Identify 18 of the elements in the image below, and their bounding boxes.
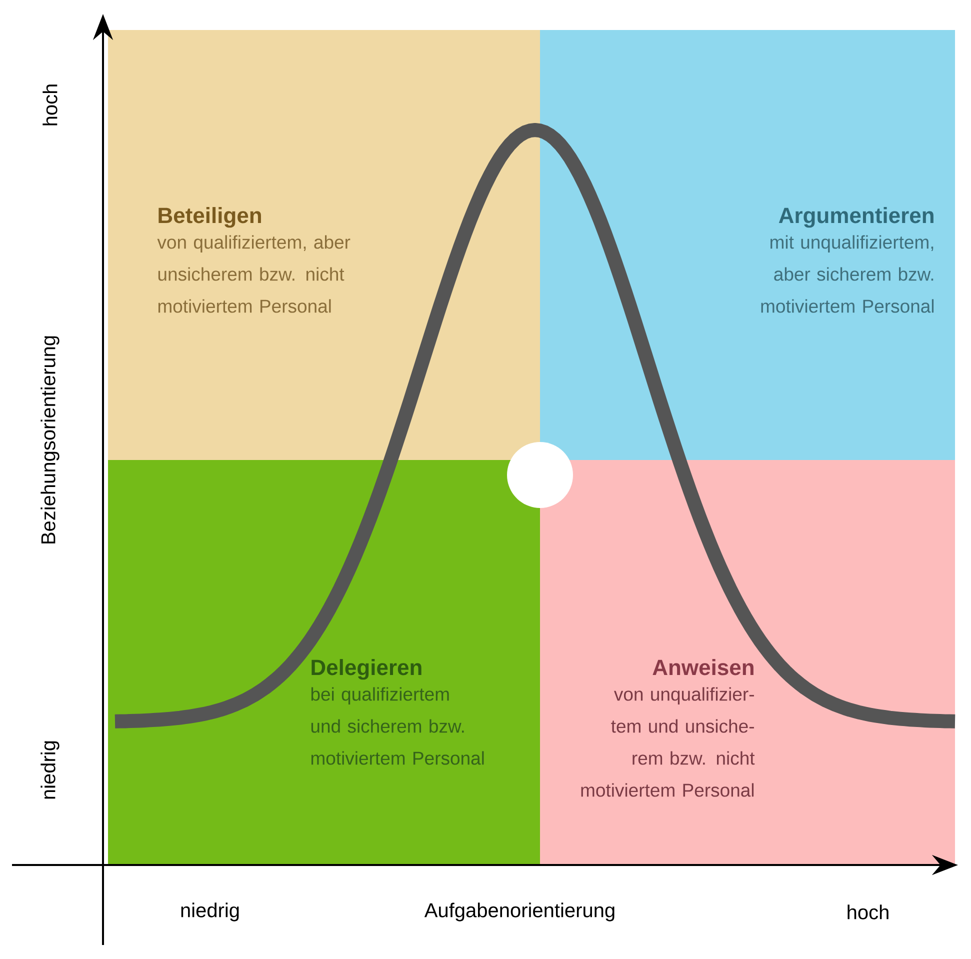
quadrant: [108, 460, 540, 865]
quadrant-description: von unqualifizier- tem und unsiche- rem bzw. nicht motiviertem Personal: [581, 687, 755, 797]
quadrant-title: Delegieren: [312, 659, 422, 680]
axis-label: niedrig: [181, 902, 239, 922]
axis-label: hoch: [42, 84, 58, 126]
quadrant-title: Anweisen: [652, 659, 754, 676]
axis-label: Beziehungsorientierung: [40, 336, 60, 544]
quadrant-title: Beteiligen: [158, 207, 261, 228]
quadrant-description: von qualifiziertem, aber unsicherem bzw. nicht motiviertem Personal: [157, 235, 350, 313]
quadrant: [540, 30, 956, 460]
axis-label: niedrig: [40, 741, 60, 799]
quadrant-description: mit unqualifiziertem, aber sicherem bzw. motiviertem Personal: [761, 235, 934, 313]
quadrant-description: bei qualifiziertem und sicherem bzw. motiviertem Personal: [311, 687, 484, 765]
quadrant: [108, 30, 540, 460]
quadrant-title: Argumentieren: [778, 207, 934, 228]
axis-label: Aufgabenorientierung: [424, 902, 614, 922]
quadrant: [540, 460, 956, 865]
axis-label: hoch: [848, 904, 888, 920]
